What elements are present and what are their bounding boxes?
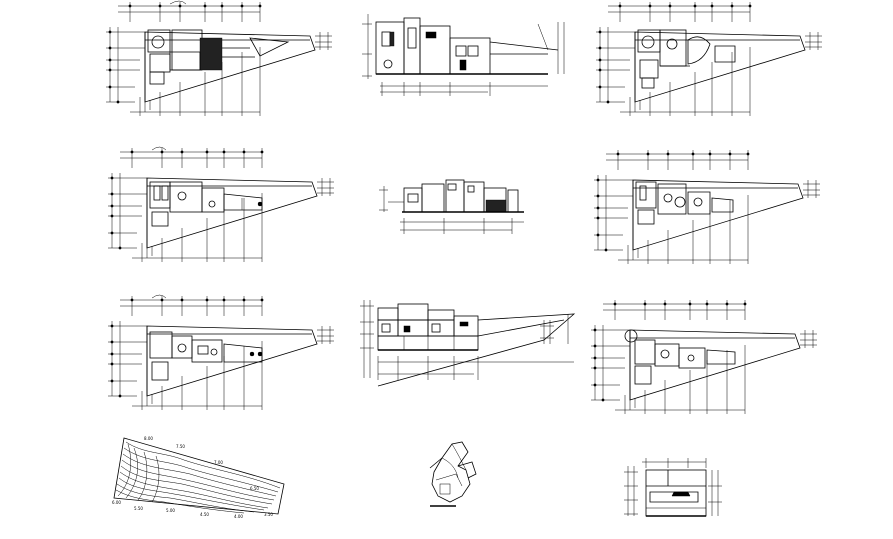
contour-label: 8.00 — [144, 436, 153, 441]
contour-label: 6.50 — [250, 486, 259, 491]
contour-label: 3.50 — [264, 512, 273, 517]
floor-plan-upper-left — [105, 0, 333, 117]
contour-labels: 8.00 7.50 7.00 6.50 6.00 5.50 5.00 4.50 … — [112, 436, 273, 519]
floor-plan-middle-left — [107, 146, 335, 263]
floor-plan-middle-right — [593, 149, 821, 265]
site-contour-plan: 8.00 7.50 7.00 6.50 6.00 5.50 5.00 4.50 … — [112, 436, 285, 519]
contour-label: 4.00 — [234, 514, 243, 519]
elevation-middle-center — [379, 179, 524, 234]
contour-label: 7.00 — [214, 460, 223, 465]
contour-label: 5.50 — [134, 506, 143, 511]
contour-label: 4.50 — [200, 512, 209, 517]
detail-section-small — [624, 458, 722, 517]
floor-plan-lower-left — [107, 294, 335, 411]
contour-label: 5.00 — [166, 508, 175, 513]
floor-plan-lower-right — [590, 299, 818, 415]
contour-label: 6.00 — [112, 500, 121, 505]
contour-label: 7.50 — [176, 444, 185, 449]
elevation-top-center — [362, 14, 565, 96]
section-lower-center — [360, 300, 576, 387]
location-key-plan — [429, 441, 477, 507]
floor-plan-upper-right — [595, 1, 823, 117]
